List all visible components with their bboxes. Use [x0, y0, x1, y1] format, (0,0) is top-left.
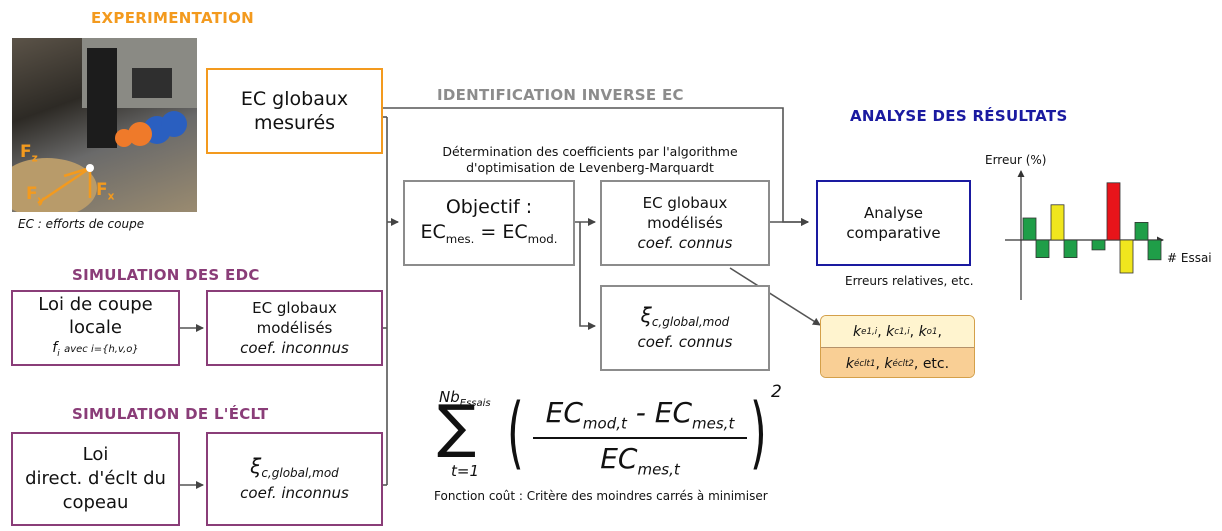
title-analyse: ANALYSE DES RÉSULTATS	[850, 107, 1068, 125]
photo-caption: EC : efforts de coupe	[18, 217, 145, 231]
error-bar-4-pos	[1134, 222, 1149, 241]
sum-symbol: ∑	[437, 392, 477, 460]
error-bar-3-pos	[1106, 182, 1121, 241]
erreurs-note: Erreurs relatives, etc.	[845, 274, 974, 288]
xi-inconnus-line2: coef. inconnus	[240, 483, 349, 502]
analyse-line2: comparative	[846, 224, 941, 242]
xi-inconnus-symbol: ξc,global,mod	[250, 453, 339, 480]
sum-upper: NbEssais	[439, 388, 491, 409]
force-x-label: Fx	[96, 180, 115, 203]
analyse-line1: Analyse	[863, 204, 924, 222]
power: 2	[771, 382, 782, 402]
xi-connus-symbol: ξc,global,mod	[640, 302, 730, 329]
analyse-box: Analyse comparative	[816, 180, 971, 266]
title-simulation-edc: SIMULATION DES EDC	[72, 266, 260, 284]
determination-note: Détermination des coefficients par l'alg…	[442, 144, 738, 175]
fraction-numerator: ECmod,t - ECmes,t	[545, 396, 735, 433]
paren-left: (	[507, 388, 524, 478]
force-z-label: Fz	[20, 142, 38, 165]
paren-right: )	[750, 388, 767, 478]
loi-coupe-line1: Loi de coupe	[38, 294, 153, 316]
loi-eclt-line2: direct. d'éclt du	[25, 468, 166, 489]
loi-coupe-box: Loi de coupe locale fi avec i={h,v,o}	[11, 290, 180, 366]
title-experimentation: EXPERIMENTATION	[91, 9, 255, 27]
title-simulation-eclt: SIMULATION DE L'ÉCLT	[72, 405, 269, 423]
ec-connus-box: EC globaux modélisés coef. connus	[600, 180, 770, 266]
title-identification: IDENTIFICATION INVERSE EC	[437, 86, 684, 104]
chart-xlabel: # Essai	[1167, 251, 1212, 265]
xi-inconnus-box: ξc,global,mod coef. inconnus	[206, 432, 383, 526]
loi-coupe-line2: locale	[68, 317, 122, 339]
ec-mesures-line1: EC globaux	[240, 88, 349, 110]
sum-lower: t=1	[451, 462, 479, 480]
ec-connus-line2: modélisés	[647, 214, 723, 232]
ec-connus-line1: EC globaux	[642, 194, 728, 212]
fraction-bar	[533, 437, 747, 439]
error-bar-0-pos	[1022, 217, 1037, 241]
ec-inconnus-line3: coef. inconnus	[240, 339, 349, 357]
objectif-box: Objectif : ECmes. = ECmod.	[403, 180, 575, 266]
error-bar-4-neg	[1147, 239, 1162, 261]
objectif-equation: ECmes. = ECmod.	[420, 220, 558, 246]
objectif-title: Objectif :	[445, 195, 533, 218]
error-bar-0-neg	[1035, 239, 1050, 259]
fonction-cout-note: Fonction coût : Critère des moindres car…	[434, 489, 768, 503]
ec-connus-line3: coef. connus	[637, 234, 733, 252]
machining-photo: Fz Fy Fx	[12, 38, 197, 212]
cost-function-formula: NbEssais ∑ t=1 ( ECmod,t - ECmes,t ECmes…	[425, 382, 805, 487]
loi-coupe-indices: fi avec i={h,v,o}	[52, 340, 139, 359]
machining-illustration	[12, 38, 197, 212]
loi-eclt-line1: Loi	[82, 444, 109, 465]
force-y-label: Fy	[26, 184, 45, 207]
ec-inconnus-line1: EC globaux	[252, 299, 337, 317]
ec-inconnus-line2: modélisés	[256, 319, 333, 337]
error-bar-2-neg	[1091, 239, 1106, 251]
error-bar-chart	[1005, 170, 1164, 300]
loi-eclt-box: Loi direct. d'éclt du copeau	[11, 432, 180, 526]
error-bar-1-neg	[1063, 239, 1078, 259]
xi-connus-line2: coef. connus	[637, 332, 733, 351]
error-bar-1-pos	[1050, 204, 1065, 241]
xi-connus-box: ξc,global,mod coef. connus	[600, 285, 770, 371]
fraction-denominator: ECmes,t	[600, 442, 680, 479]
loi-eclt-line3: copeau	[62, 492, 129, 513]
ec-mesures-line2: mesurés	[253, 112, 336, 134]
ec-mesures-box: EC globaux mesurés	[206, 68, 383, 154]
error-bar-3-neg	[1119, 239, 1134, 274]
chart-ylabel: Erreur (%)	[985, 153, 1047, 167]
ec-inconnus-box: EC globaux modélisés coef. inconnus	[206, 290, 383, 366]
